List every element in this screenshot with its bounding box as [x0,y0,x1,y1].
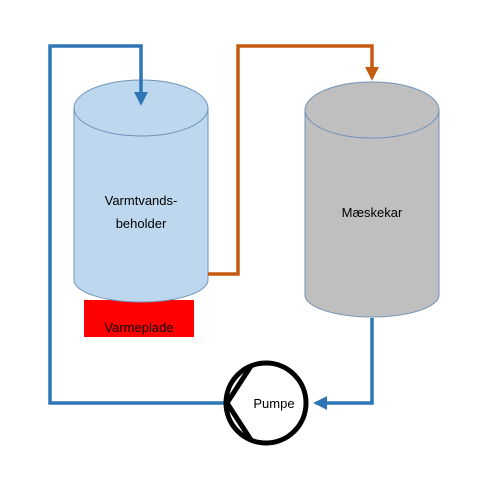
transfer-pipe [208,44,379,276]
hot-water-tank: Varmtvands- beholder [73,79,209,303]
hot-water-tank-label-line2: beholder [116,216,167,231]
heater-plate: Varmeplade [84,300,194,337]
wort-pipe [313,318,374,410]
mash-tun: Mæskekar [304,81,440,318]
mash-tun-body [304,110,440,318]
return-pipe [48,44,227,405]
pump-label: Pumpe [253,396,294,411]
hot-water-tank-label-line1: Varmtvands- [105,193,178,208]
mash-tun-top [304,81,440,139]
mash-tun-label: Mæskekar [342,205,403,220]
heater-plate-label: Varmeplade [104,320,173,335]
pump-direction-icon [224,364,254,442]
heater-plate-shape [84,300,194,337]
pump: Pumpe [223,360,309,446]
hot-water-tank-body [73,108,209,303]
